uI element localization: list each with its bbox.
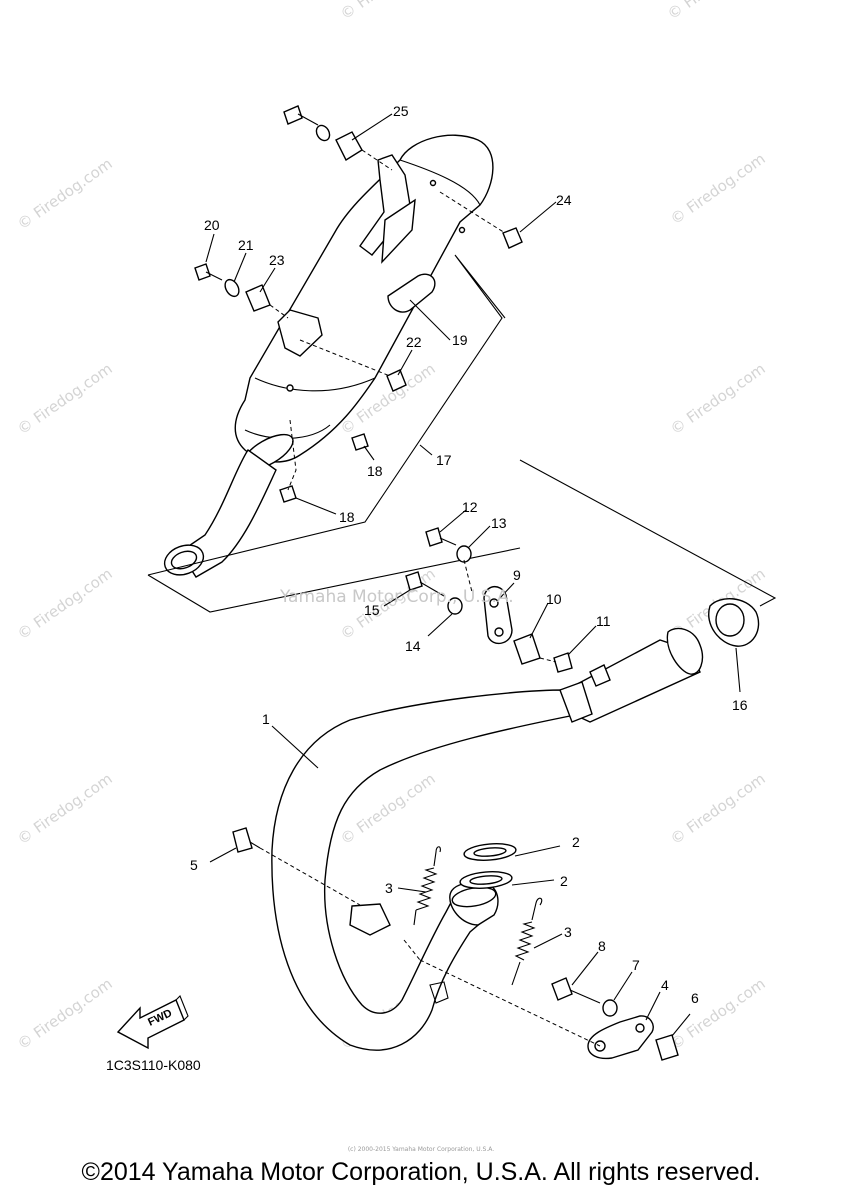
- callout-19: 19: [452, 332, 468, 348]
- collar-24: [502, 227, 523, 249]
- pipe-bracket-hook: [349, 903, 391, 936]
- callout-18a: 18: [367, 463, 383, 479]
- washer-7: [602, 999, 618, 1017]
- callout-22: 22: [406, 334, 422, 350]
- callout-13: 13: [491, 515, 507, 531]
- callout-3b: 3: [564, 924, 572, 940]
- center-watermark: Yamaha Motor Corp., U.S.A.: [279, 587, 514, 607]
- watermark: © Firedog.com: [667, 360, 769, 439]
- callout-15: 15: [364, 602, 380, 618]
- callout-25: 25: [393, 103, 409, 119]
- exhaust-pipe: [271, 627, 704, 1051]
- bolt-5-axis: [259, 847, 361, 906]
- watermark: © Firedog.com: [337, 0, 439, 23]
- callout-4: 4: [661, 977, 669, 993]
- pipe-collar: [559, 681, 593, 723]
- washer-13: [456, 545, 472, 563]
- callout-10: 10: [546, 591, 562, 607]
- muffler-inlet-pipe: [179, 449, 277, 578]
- joint-parts: [405, 527, 760, 673]
- washer-14: [447, 597, 463, 615]
- watermark: © Firedog.com: [667, 150, 769, 229]
- callout-6: 6: [691, 990, 699, 1006]
- callout-12: 12: [462, 499, 478, 515]
- forward-arrow-icon: FWD: [116, 995, 189, 1050]
- watermark: © Firedog.com: [14, 155, 116, 234]
- callout-3a: 3: [385, 880, 393, 896]
- bolt-12: [425, 527, 443, 547]
- callout-23: 23: [269, 252, 285, 268]
- exhaust-pipe-body: [271, 689, 576, 1051]
- watermark: © Firedog.com: [667, 770, 769, 849]
- callout-7: 7: [632, 957, 640, 973]
- callout-16: 16: [732, 697, 748, 713]
- bracket-4: [587, 1015, 654, 1060]
- callout-2a: 2: [572, 834, 580, 850]
- collar-22: [386, 369, 407, 392]
- collar-11: [553, 652, 573, 673]
- watermark: © Firedog.com: [14, 975, 116, 1054]
- watermark: © Firedog.com: [14, 360, 116, 439]
- muffler-plate: [387, 273, 436, 313]
- bolt-8: [551, 977, 573, 1001]
- watermark: © Firedog.com: [14, 770, 116, 849]
- callout-20: 20: [204, 217, 220, 233]
- muffler-body: [234, 134, 494, 463]
- bolt-20: [194, 263, 211, 281]
- spring-3b: [511, 897, 543, 986]
- collar-6: [655, 1034, 679, 1061]
- callout-18b: 18: [339, 509, 355, 525]
- callout-17: 17: [436, 452, 452, 468]
- callout-14: 14: [405, 638, 421, 654]
- callout-11: 11: [596, 613, 611, 629]
- bolt-5: [232, 827, 253, 853]
- watermark: © Firedog.com: [14, 565, 116, 644]
- callout-21: 21: [238, 237, 254, 253]
- callout-5: 5: [190, 857, 198, 873]
- grommet-10: [513, 633, 541, 665]
- muffler-bracket-lower: [277, 309, 323, 357]
- muffler-fasteners: [194, 105, 523, 503]
- watermark: © Firedog.com: [667, 975, 769, 1054]
- copyright-footer: ©2014 Yamaha Motor Corporation, U.S.A. A…: [81, 1158, 761, 1186]
- callout-numbers: 1 2 2 3 3 4 5 6 7 8 9 10 11 12 13 14 15 …: [190, 103, 748, 1006]
- callout-8: 8: [598, 938, 606, 954]
- spring-3a: [413, 846, 441, 926]
- leader-lines: [205, 113, 741, 1037]
- washer-21: [224, 278, 240, 298]
- diagram-code: 1C3S110-K080: [106, 1057, 201, 1073]
- callout-1: 1: [262, 711, 270, 727]
- callout-2b: 2: [560, 873, 568, 889]
- callout-9: 9: [513, 567, 521, 583]
- callout-24: 24: [556, 192, 572, 208]
- bolt-15: [405, 571, 423, 591]
- tiny-credit: (c) 2000-2015 Yamaha Motor Corporation, …: [347, 1146, 495, 1153]
- muffler-reference-frame: [147, 254, 506, 576]
- watermark: © Firedog.com: [664, 0, 766, 23]
- bolt-part-25: [283, 105, 303, 125]
- screw-18b: [279, 485, 297, 503]
- joint-reference-frame: [147, 459, 777, 613]
- muffler-assembly: [163, 134, 494, 578]
- grommet-23: [245, 284, 271, 312]
